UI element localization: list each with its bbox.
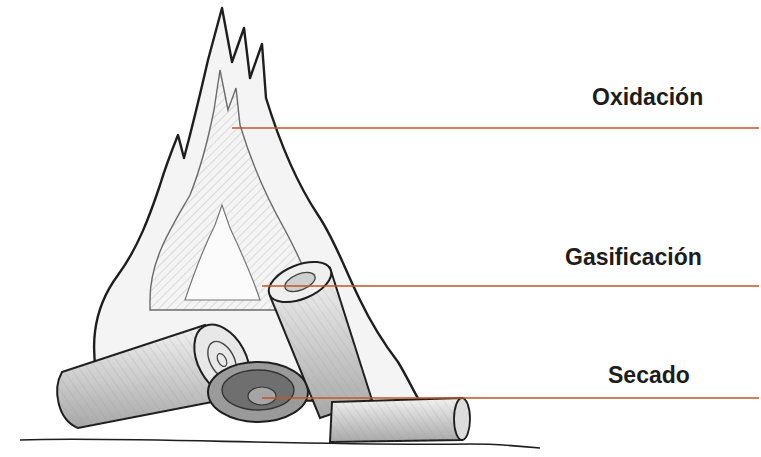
leader-line	[232, 127, 759, 129]
upright-log	[263, 254, 372, 418]
right-log	[330, 398, 470, 442]
zone-label: Secado	[608, 364, 690, 387]
ground-line	[20, 439, 540, 448]
leader-line	[262, 397, 759, 399]
flame-outline	[94, 8, 420, 402]
zone-label: Oxidación	[592, 86, 703, 109]
center-log	[208, 362, 308, 422]
leader-line	[262, 285, 759, 287]
zone-label: Gasificación	[565, 246, 702, 269]
inner-flame-core	[185, 205, 260, 300]
